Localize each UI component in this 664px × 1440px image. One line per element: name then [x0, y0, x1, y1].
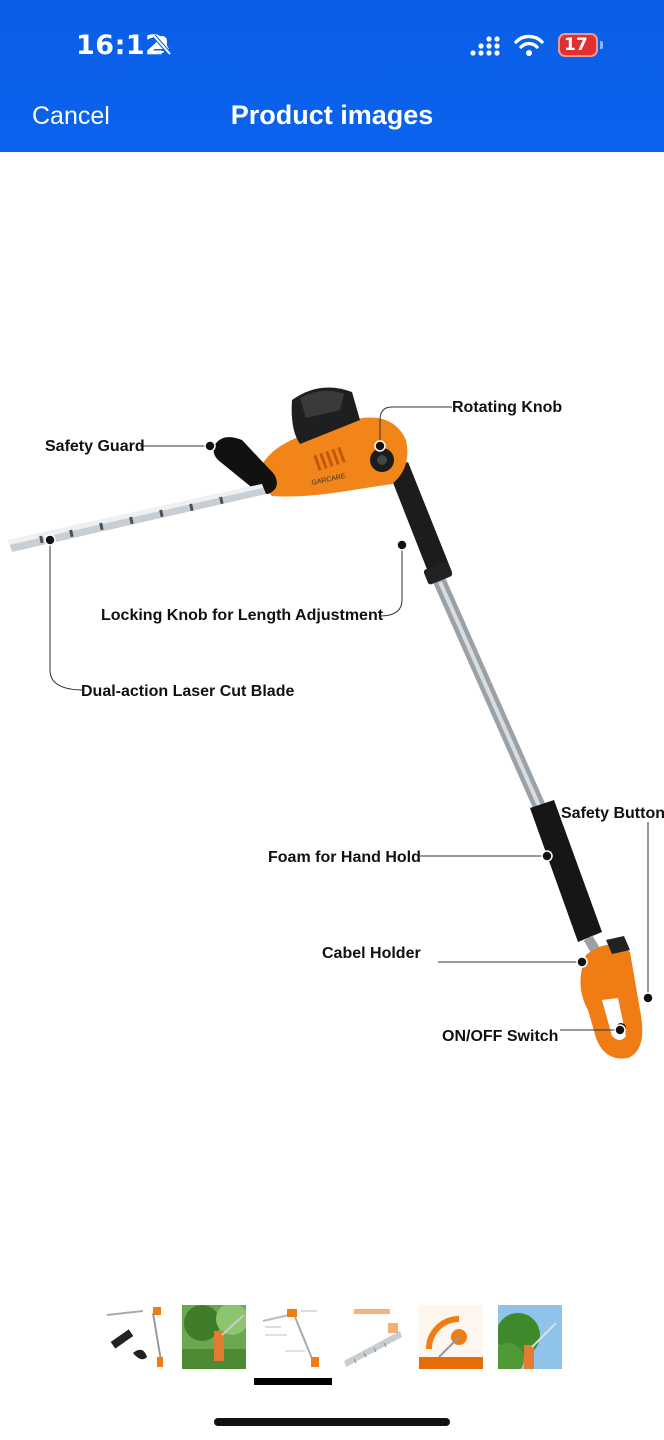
- cutting-blade: [8, 484, 266, 552]
- motor-head: GARCARE: [256, 387, 408, 497]
- thumb-product-parts[interactable]: [103, 1305, 167, 1369]
- cancel-button[interactable]: Cancel: [32, 102, 110, 130]
- label-foam: Foam for Hand Hold: [268, 849, 421, 866]
- page-title: Product images: [230, 100, 434, 130]
- thumb-blade-detail[interactable]: [340, 1305, 404, 1369]
- label-locking-knob: Locking Knob for Length Adjustment: [101, 607, 384, 624]
- navigation-header: 16:12 17 Cancel Product images: [0, 0, 664, 152]
- thumb-rotating-angle[interactable]: [419, 1305, 483, 1369]
- battery-cap: [600, 41, 603, 49]
- thumb-garden-use[interactable]: [182, 1305, 246, 1369]
- label-cable-holder: Cabel Holder: [322, 945, 421, 962]
- thumb-tree-trimming[interactable]: [498, 1305, 562, 1369]
- battery-icon: 17: [558, 33, 598, 57]
- rear-handle: [580, 936, 643, 1059]
- foam-grip: [530, 800, 602, 942]
- status-time: 16:12: [76, 30, 165, 61]
- callout-lines: [49, 406, 649, 1031]
- label-safety-guard: Safety Guard: [45, 438, 145, 455]
- cellular-signal-icon: [470, 36, 500, 56]
- home-indicator[interactable]: [214, 1418, 450, 1426]
- silent-bell-icon: [152, 34, 172, 56]
- product-image: GARCARE: [8, 387, 654, 1059]
- locking-collar: [388, 462, 452, 582]
- thumb-feature-callouts[interactable]: [261, 1305, 325, 1369]
- safety-guard: [213, 437, 277, 494]
- selected-thumbnail-indicator: [254, 1378, 332, 1385]
- battery-level: 17: [564, 35, 588, 55]
- wifi-icon: [514, 34, 544, 56]
- label-rotating-knob: Rotating Knob: [452, 399, 563, 416]
- label-blade: Dual-action Laser Cut Blade: [81, 683, 295, 700]
- label-switch: ON/OFF Switch: [442, 1028, 559, 1045]
- telescopic-pole: [433, 575, 547, 815]
- label-safety-button: Safety Button: [561, 805, 664, 822]
- callout-dots: [44, 440, 654, 1036]
